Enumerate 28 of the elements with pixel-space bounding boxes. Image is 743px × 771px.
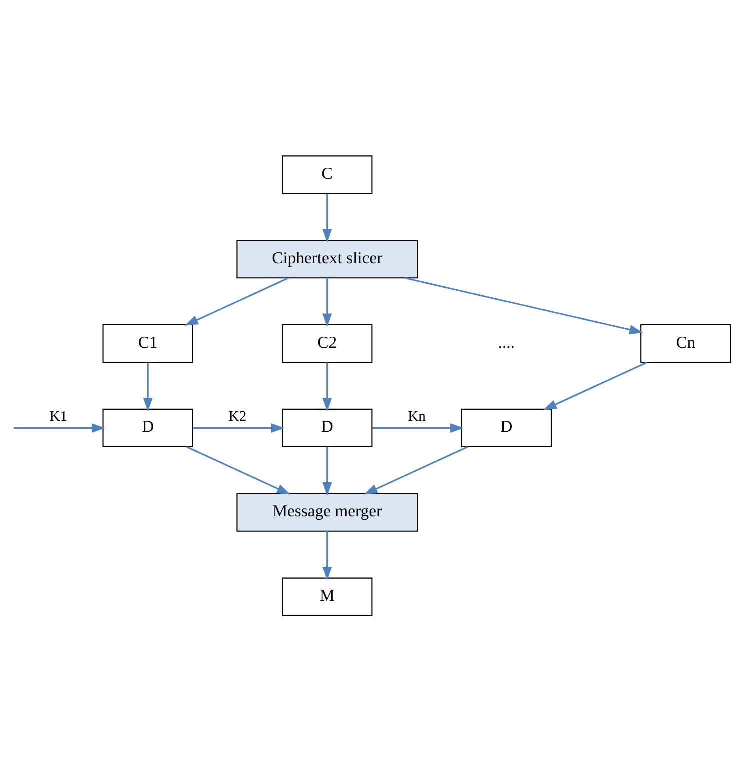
label: .... xyxy=(498,332,514,352)
node-box: Message merger xyxy=(236,492,418,532)
node-box: Ciphertext slicer xyxy=(236,240,418,278)
node-box: D xyxy=(460,408,552,447)
arrow xyxy=(184,277,288,326)
arrow xyxy=(192,422,284,432)
node-box: D xyxy=(102,408,193,447)
edge-label: K1 xyxy=(49,408,68,425)
arrow xyxy=(322,531,332,580)
arrow xyxy=(186,446,290,494)
arrow xyxy=(322,362,332,412)
node-box: C xyxy=(282,155,372,194)
arrow xyxy=(542,361,647,410)
arrow xyxy=(322,446,332,496)
node-box: D xyxy=(282,408,372,447)
arrow xyxy=(372,422,464,432)
node-box: C1 xyxy=(102,324,193,363)
edge-label: Kn xyxy=(408,408,426,425)
arrow xyxy=(322,193,332,242)
arrow xyxy=(364,446,468,494)
arrow xyxy=(142,362,152,412)
arrow xyxy=(322,278,332,327)
arrow xyxy=(404,276,643,334)
node-box: C2 xyxy=(282,324,372,363)
arrow xyxy=(14,422,105,432)
edge-label: K2 xyxy=(228,408,246,425)
node-box: Cn xyxy=(640,324,731,363)
node-box: M xyxy=(282,577,372,616)
